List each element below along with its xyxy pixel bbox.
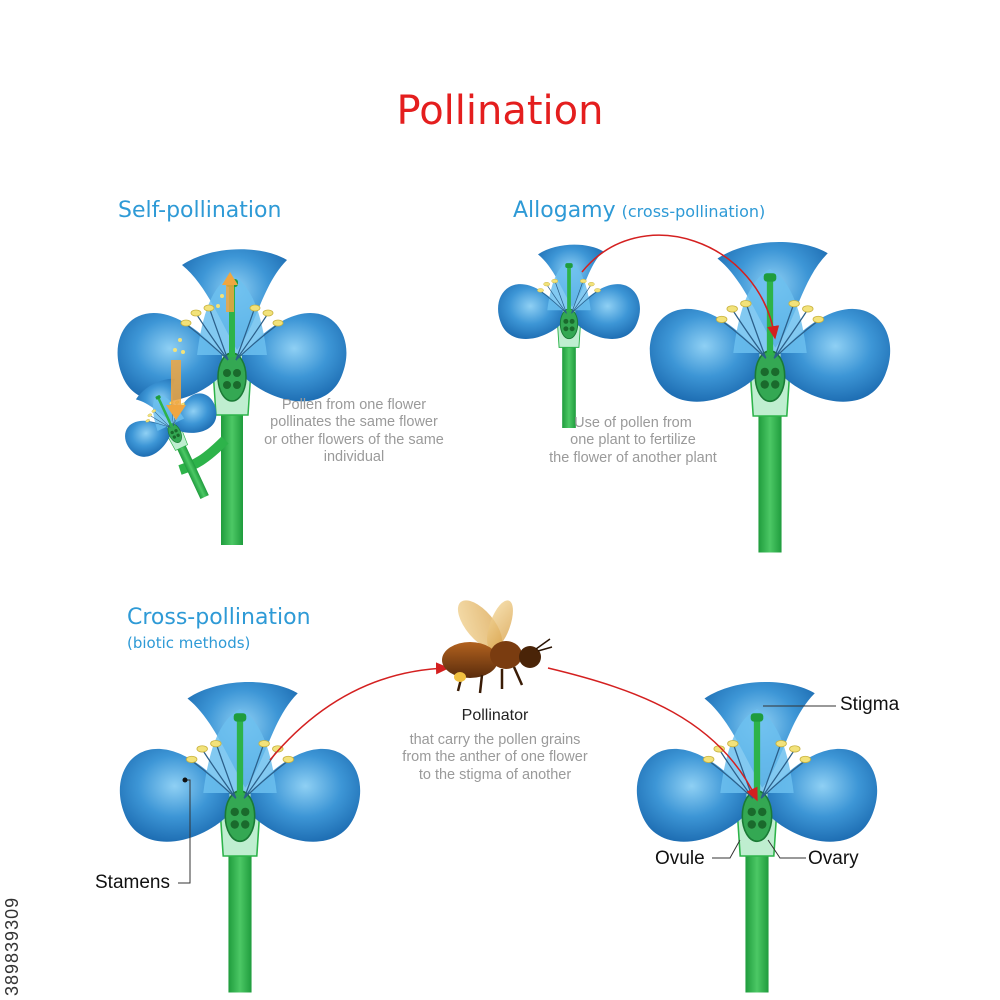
stock-id: 389839309: [2, 896, 22, 996]
ovule-label: Ovule: [655, 848, 705, 869]
ovule-leader: [712, 839, 741, 859]
ovary-leader: [767, 839, 806, 859]
allogamy-heading: Allogamy (cross-pollination): [513, 198, 765, 223]
stigma-label: Stigma: [840, 694, 900, 715]
allogamy-small-flower: [497, 244, 641, 429]
ovary-label: Ovary: [808, 848, 859, 869]
self-pollination-heading-text: Self-pollination: [118, 198, 282, 223]
allogamy-large-flower: [649, 241, 891, 554]
allogamy-subheading: (cross-pollination): [621, 202, 766, 221]
cross-pollination-right-flower: [636, 681, 878, 994]
anther-to-pollinator-arrow: [269, 662, 450, 761]
bee-icon: [442, 600, 553, 694]
cross-pollination-left-flower: [119, 681, 361, 994]
pollinator-to-stigma-arrow: [547, 667, 758, 802]
self-pollination-caption: Pollen from one flower pollinates the sa…: [264, 397, 444, 466]
page-title: Pollination: [396, 88, 604, 134]
pollinator-caption: that carry the pollen grains from the an…: [402, 732, 588, 783]
cross-pollination-subheading: (biotic methods): [127, 634, 251, 652]
allogamy-caption: Use of pollen from one plant to fertiliz…: [549, 415, 717, 466]
self-pollination-heading: Self-pollination: [118, 198, 281, 223]
pollinator-label: Pollinator: [461, 707, 529, 724]
allogamy-heading-text: Allogamy: [513, 198, 616, 223]
cross-pollination-heading-text: Cross-pollination: [127, 605, 311, 630]
allogamy-arrow: [581, 234, 780, 340]
self-pollination-flower: [108, 248, 348, 546]
cross-pollination-heading: Cross-pollination: [127, 605, 311, 630]
stamens-label: Stamens: [95, 872, 170, 893]
